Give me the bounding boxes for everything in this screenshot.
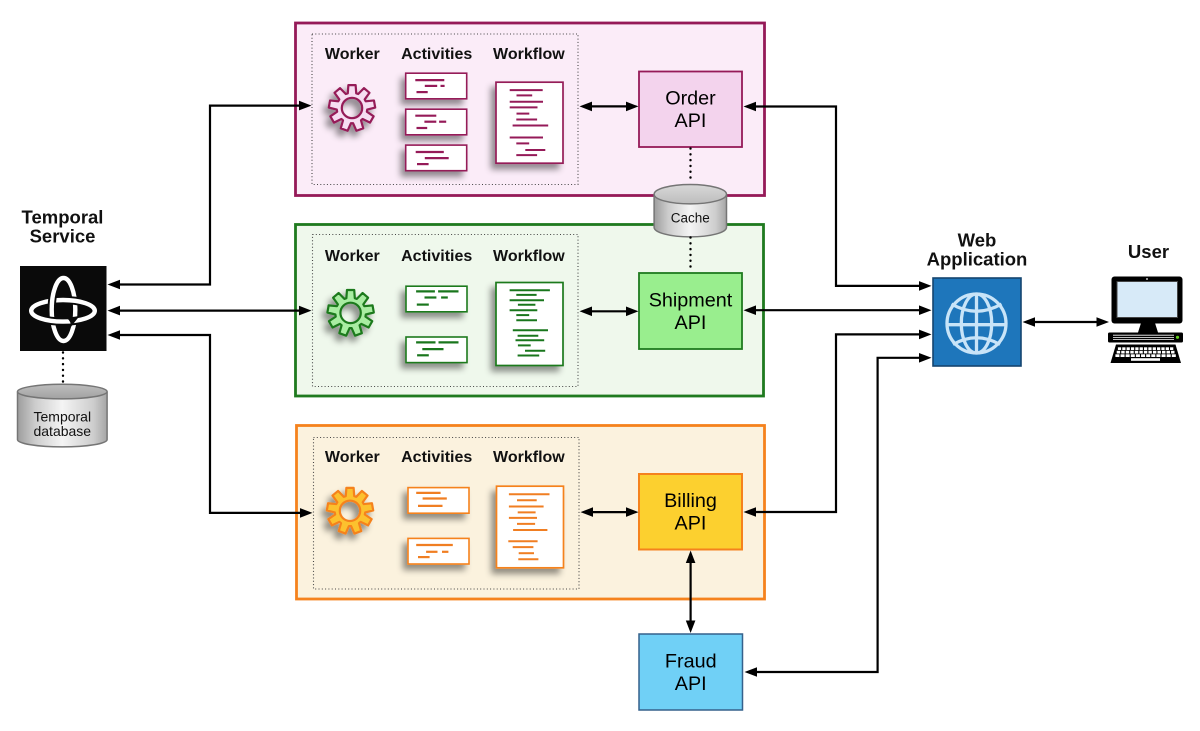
svg-text:API: API [675,513,707,535]
svg-text:Worker: Worker [325,449,380,466]
svg-text:Fraud: Fraud [665,650,717,672]
svg-text:database: database [33,423,91,439]
svg-text:Application: Application [927,249,1028,270]
svg-text:API: API [675,312,707,334]
svg-text:Worker: Worker [325,248,380,265]
svg-text:Workflow: Workflow [493,248,565,265]
svg-text:Worker: Worker [325,46,380,63]
svg-text:Activities: Activities [401,46,472,63]
svg-text:Temporal: Temporal [22,207,104,228]
svg-text:Temporal: Temporal [34,408,92,424]
svg-text:Activities: Activities [401,248,472,265]
svg-text:Workflow: Workflow [493,449,565,466]
svg-text:Shipment: Shipment [649,289,733,311]
svg-text:Web: Web [958,230,997,251]
svg-text:Workflow: Workflow [493,46,565,63]
svg-text:Billing: Billing [664,490,717,512]
svg-text:Activities: Activities [401,449,472,466]
svg-text:User: User [1128,241,1169,262]
svg-text:Cache: Cache [671,211,710,226]
svg-text:API: API [675,110,707,132]
svg-text:API: API [675,673,707,695]
svg-text:Service: Service [30,226,96,247]
svg-text:Order: Order [665,88,716,110]
